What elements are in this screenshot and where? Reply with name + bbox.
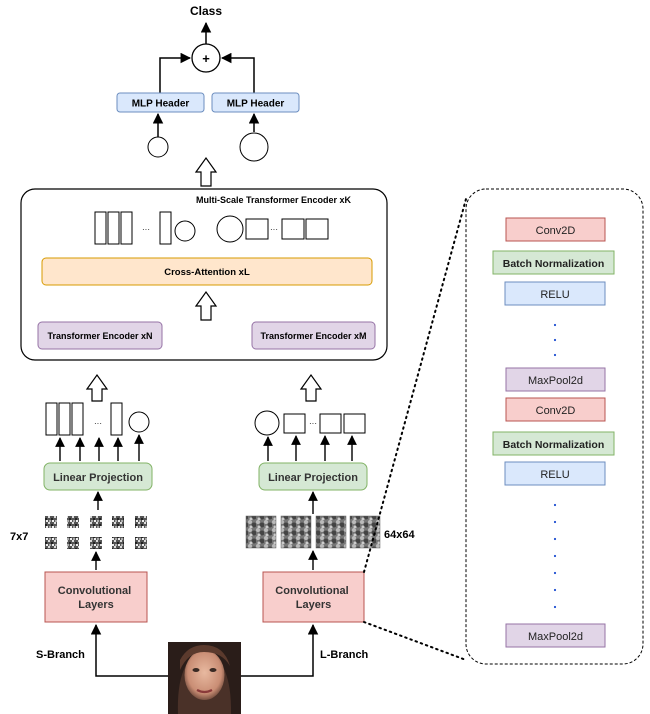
mlp-header-right-label: MLP Header [227, 99, 285, 110]
s-branch-label: S-Branch [36, 649, 85, 661]
l-token-1 [283, 413, 306, 434]
zoom-line-top [363, 198, 467, 573]
l-token-ellipsis: ··· [309, 419, 317, 428]
token-small-1 [94, 211, 107, 245]
arrow-s-branch [90, 623, 168, 677]
cross-attention-label: Cross-Attention xL [164, 267, 250, 278]
conv-layers-right-label: Convolutional Layers [275, 585, 351, 611]
cross-attention-box [41, 257, 373, 286]
s-token-cls [128, 411, 150, 433]
l-branch-label: L-Branch [320, 649, 369, 661]
zoom-line-bottom [363, 621, 467, 661]
detail-relu-1-label: RELU [540, 289, 569, 301]
sum-symbol: + [202, 51, 210, 66]
token-large-3 [305, 218, 329, 240]
arrow-l-branch [241, 623, 319, 677]
linear-projection-right-label: Linear Projection [268, 472, 358, 484]
patch-size-small: 7x7 [10, 531, 28, 543]
patch-size-large: 64x64 [384, 529, 415, 541]
ellipsis-small-tokens: ··· [142, 225, 150, 234]
detail-panel-box [465, 188, 644, 665]
s-token-3 [71, 402, 84, 436]
arrow-mlp-left-to-sum [159, 52, 192, 93]
mlp-header-left-label: MLP Header [132, 99, 190, 110]
cls-token-large [239, 132, 269, 162]
hollow-arrow-top [194, 156, 218, 187]
detail-maxpool-2-box [505, 623, 606, 648]
detail-conv2d-1-label: Conv2D [536, 225, 576, 237]
hollow-arrow-left [85, 373, 109, 402]
transformer-encoder-n-label: Transformer Encoder xN [47, 331, 152, 341]
sum-node [191, 43, 221, 73]
small-patches-grid [45, 516, 147, 549]
detail-conv2d-1-box [505, 217, 606, 242]
token-small-3 [120, 211, 133, 245]
input-face-image [168, 642, 241, 714]
s-token-2 [58, 402, 71, 436]
detail-dots-1 [553, 323, 557, 357]
token-large-1 [245, 218, 269, 240]
detail-bn-1-box [492, 250, 615, 275]
detail-bn-2-label: Batch Normalization [503, 439, 605, 451]
s-token-4 [110, 402, 123, 436]
conv-layers-right-box [262, 571, 365, 623]
token-large-2 [281, 218, 305, 240]
l-token-3 [343, 413, 366, 434]
transformer-encoder-n-box [37, 321, 163, 350]
cls-token-small [147, 136, 169, 158]
detail-maxpool-2-label: MaxPool2d [528, 631, 583, 643]
s-token-ellipsis: ··· [94, 419, 102, 428]
l-token-cls [254, 410, 280, 436]
detail-conv2d-2-box [505, 397, 606, 422]
detail-relu-1-box [504, 281, 606, 306]
hollow-arrow-right [299, 373, 323, 402]
linear-projection-left-box [43, 462, 153, 491]
detail-maxpool-1-box [505, 367, 606, 392]
conv-layers-left-label: Convolutional Layers [58, 585, 134, 611]
detail-maxpool-1-label: MaxPool2d [528, 375, 583, 387]
ellipsis-large-tokens: ··· [270, 225, 278, 234]
transformer-encoder-m-box [251, 321, 376, 350]
mlp-header-left-box [116, 92, 205, 113]
token-small-cls [174, 220, 196, 242]
arrow-mlp-right-to-sum [220, 52, 255, 93]
detail-bn-2-box [492, 431, 615, 456]
detail-relu-2-box [504, 461, 606, 486]
large-patches-row [245, 515, 381, 549]
detail-conv2d-2-label: Conv2D [536, 405, 576, 417]
detail-bn-1-label: Batch Normalization [503, 258, 605, 270]
hollow-arrow-middle [194, 290, 218, 321]
s-token-1 [45, 402, 58, 436]
linear-projection-left-label: Linear Projection [53, 472, 143, 484]
transformer-encoder-m-label: Transformer Encoder xM [260, 331, 366, 341]
multi-scale-encoder-label: Multi-Scale Transformer Encoder xK [196, 195, 352, 205]
token-large-cls [216, 215, 244, 243]
token-small-4 [159, 211, 172, 245]
detail-dots-2 [553, 503, 557, 609]
conv-layers-left-box [44, 571, 148, 623]
token-small-2 [107, 211, 120, 245]
class-label: Class [190, 4, 222, 18]
mlp-header-right-box [211, 92, 300, 113]
detail-relu-2-label: RELU [540, 469, 569, 481]
l-token-2 [319, 413, 342, 434]
linear-projection-right-box [258, 462, 368, 491]
